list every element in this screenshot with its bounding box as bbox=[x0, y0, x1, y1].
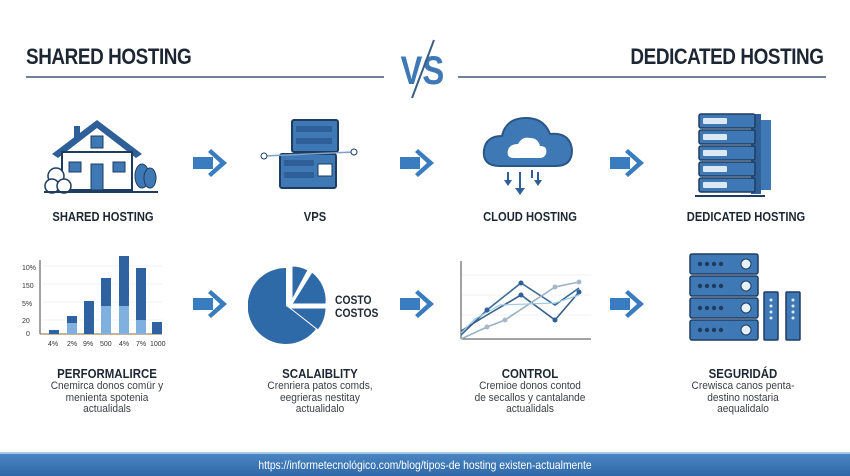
house-icon bbox=[44, 120, 158, 194]
desc-line: eegrieras nestitay bbox=[280, 391, 360, 404]
feature-desc-security: Crewisca canos penta- destino nostaria a… bbox=[660, 380, 826, 416]
left-heading: SHARED HOSTING bbox=[26, 44, 192, 69]
arrow-right-icon bbox=[400, 290, 434, 318]
line-chart-icon bbox=[460, 261, 591, 340]
feature-desc-scalability: Crenriera patos comds, eegrieras nestita… bbox=[237, 380, 403, 416]
desc-line: Cnemirca donos comür y bbox=[50, 380, 164, 392]
desc-line: actualidalo bbox=[295, 403, 345, 415]
svg-text:150: 150 bbox=[22, 283, 34, 290]
right-heading-underline bbox=[458, 76, 826, 78]
feature-desc-control: Cremioe donos contod de secallos y canta… bbox=[447, 380, 613, 416]
step-label-dedicated-hosting: DEDICATED HOSTING bbox=[686, 209, 806, 224]
svg-text:10%: 10% bbox=[22, 265, 36, 272]
arrow-right-icon bbox=[400, 149, 434, 177]
svg-text:4%: 4% bbox=[119, 341, 129, 348]
source-url-link[interactable]: https://informetecnológico.com/blog/tipo… bbox=[258, 458, 592, 472]
svg-text:500: 500 bbox=[100, 341, 112, 348]
desc-line: menienta spotenia bbox=[65, 391, 149, 404]
pie-label-line2: COSTOS bbox=[335, 306, 379, 320]
step-label-cloud-hosting: CLOUD HOSTING bbox=[483, 209, 577, 224]
feature-title-control: CONTROL bbox=[501, 366, 559, 381]
arrow-right-icon bbox=[193, 290, 227, 318]
svg-text:1000: 1000 bbox=[150, 341, 166, 348]
feature-desc-performance: Cnemirca donos comür y menienta spotenia… bbox=[24, 380, 190, 416]
feature-title-scalability: SCALAIBLITY bbox=[282, 366, 358, 381]
feature-title-performance: PERFORMALIRCE bbox=[57, 366, 157, 381]
server-rack-icon bbox=[695, 113, 771, 197]
desc-line: actualidals bbox=[506, 403, 554, 415]
left-heading-underline bbox=[26, 76, 384, 78]
pie-chart-icon bbox=[248, 265, 327, 344]
desc-line: Cremioe donos contod bbox=[479, 380, 581, 392]
svg-text:7%: 7% bbox=[136, 341, 146, 348]
desc-line: destino nostaria bbox=[707, 391, 779, 404]
arrow-right-icon bbox=[610, 149, 644, 177]
desc-line: aequalidalo bbox=[717, 403, 769, 415]
vs-emblem: VS bbox=[400, 39, 444, 99]
desc-line: Crenriera patos comds, bbox=[267, 380, 373, 392]
footer-bar: https://informetecnológico.com/blog/tipo… bbox=[0, 452, 850, 476]
right-heading: DEDICATED HOSTING bbox=[630, 44, 825, 69]
feature-title-security: SEGURIDÁD bbox=[708, 366, 778, 381]
svg-text:9%: 9% bbox=[83, 341, 93, 348]
step-label-shared-hosting: SHARED HOSTING bbox=[52, 209, 154, 224]
svg-text:5%: 5% bbox=[22, 301, 32, 308]
arrow-right-icon bbox=[193, 149, 227, 177]
cloud-icon bbox=[482, 116, 574, 195]
pie-chart-label: COSTO COSTOS bbox=[335, 294, 378, 320]
svg-text:20: 20 bbox=[22, 318, 30, 325]
bar-chart-icon: 10% 150 5% 20 0 4% 2% 9% 500 4% 7% 1000 bbox=[22, 256, 166, 348]
step-label-vps: VPS bbox=[303, 209, 327, 224]
svg-text:4%: 4% bbox=[48, 341, 58, 348]
server-stack-icon bbox=[260, 119, 358, 189]
svg-text:0: 0 bbox=[26, 331, 30, 338]
desc-line: Crewisca canos penta- bbox=[691, 380, 795, 392]
pie-label-line1: COSTO bbox=[335, 293, 372, 307]
svg-text:2%: 2% bbox=[67, 341, 77, 348]
secure-server-icon bbox=[689, 253, 801, 341]
arrow-right-icon bbox=[610, 290, 644, 318]
desc-line: actualidals bbox=[83, 403, 131, 415]
desc-line: de secallos y cantalande bbox=[474, 391, 586, 404]
